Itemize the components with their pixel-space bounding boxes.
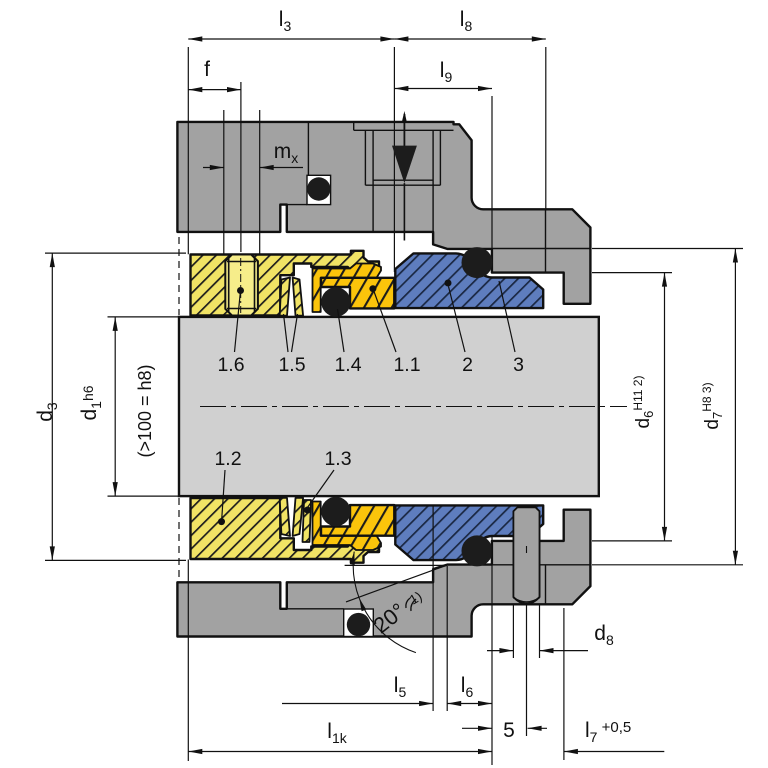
svg-text:5: 5 <box>503 719 515 742</box>
svg-text:f: f <box>204 58 210 81</box>
svg-text:d7H8 3): d7H8 3) <box>700 382 725 429</box>
svg-text:1.3: 1.3 <box>324 448 351 470</box>
svg-text:(>100 = h8): (>100 = h8) <box>135 364 155 457</box>
svg-text:1.5: 1.5 <box>278 354 305 376</box>
svg-text:3: 3 <box>513 354 524 376</box>
svg-text:1.6: 1.6 <box>217 354 244 376</box>
svg-text:1.1: 1.1 <box>393 354 420 376</box>
svg-text:2: 2 <box>462 354 473 376</box>
svg-text:1.4: 1.4 <box>334 354 361 376</box>
svg-text:1.2: 1.2 <box>214 448 241 470</box>
